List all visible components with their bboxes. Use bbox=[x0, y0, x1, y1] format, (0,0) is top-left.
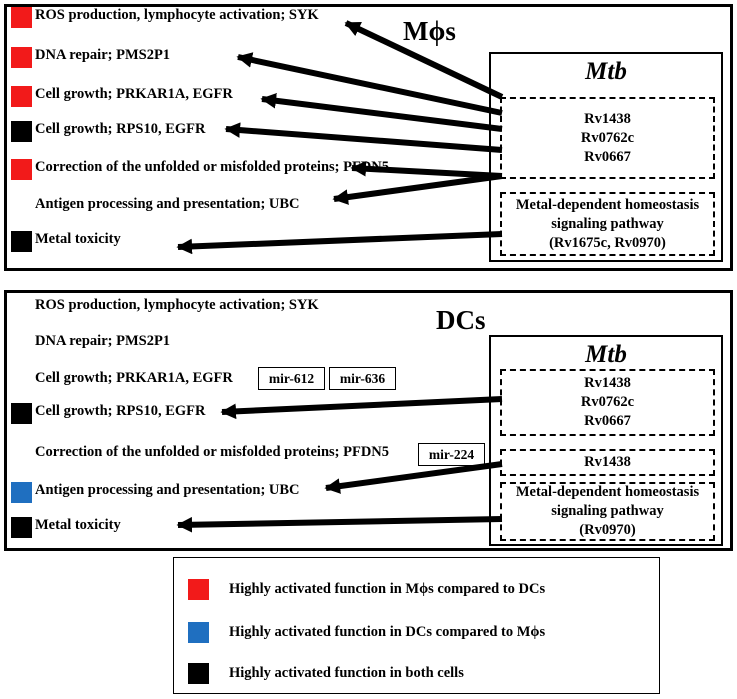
p2-rv1438-group: Rv1438 bbox=[500, 449, 715, 476]
gene-label: Rv0762c bbox=[580, 394, 635, 410]
legend: Highly activated function in Mϕs compare… bbox=[173, 557, 660, 694]
mirna-box: mir-224 bbox=[418, 443, 485, 466]
p1-marker-3 bbox=[11, 121, 32, 142]
p1-marker-0 bbox=[11, 7, 32, 28]
pathway-label: (Rv0970) bbox=[579, 522, 636, 538]
pathway-label: (Rv1675c, Rv0970) bbox=[549, 234, 666, 251]
legend-marker bbox=[188, 579, 209, 600]
p1-function-label: Cell growth; PRKAR1A, EGFR bbox=[35, 86, 233, 102]
p2-metal-pathway-group: Metal-dependent homeostasis signaling pa… bbox=[500, 482, 715, 541]
p2-mtb-title: Mtb bbox=[585, 341, 627, 368]
p2-marker-6 bbox=[11, 517, 32, 538]
gene-label: Rv1438 bbox=[584, 110, 631, 127]
legend-item-blue: Highly activated function in DCs compare… bbox=[188, 622, 545, 643]
legend-item-red: Highly activated function in Mϕs compare… bbox=[188, 579, 545, 600]
dendritic-cell-panel-title: DCs bbox=[436, 305, 486, 335]
mirna-box: mir-612 bbox=[258, 367, 325, 390]
legend-label: Highly activated function in DCs compare… bbox=[229, 624, 546, 640]
p2-function-label: Correction of the unfolded or misfolded … bbox=[35, 444, 390, 460]
p2-function-label: Cell growth; RPS10, EGFR bbox=[35, 403, 206, 419]
gene-label: Rv1438 bbox=[584, 454, 631, 470]
pathway-label: signaling pathway bbox=[551, 503, 664, 519]
p2-function-label: Cell growth; PRKAR1A, EGFR bbox=[35, 370, 233, 386]
gene-label: Rv0667 bbox=[584, 148, 631, 165]
p1-function-label: Cell growth; RPS10, EGFR bbox=[35, 121, 206, 137]
legend-label: Highly activated function in both cells bbox=[229, 665, 464, 681]
p1-function-label: Correction of the unfolded or misfolded … bbox=[35, 159, 390, 175]
legend-label: Highly activated function in Mϕs compare… bbox=[229, 581, 546, 597]
gene-label: Rv0762c bbox=[580, 129, 635, 146]
p1-function-label: ROS production, lymphocyte activation; S… bbox=[35, 7, 319, 23]
p1-marker-2 bbox=[11, 86, 32, 107]
p2-marker-3 bbox=[11, 403, 32, 424]
gene-label: Rv0667 bbox=[584, 413, 631, 429]
p1-mtb-title: Mtb bbox=[585, 58, 627, 85]
macrophage-panel-title: Mϕs bbox=[403, 16, 456, 46]
pathway-label: Metal-dependent homeostasis bbox=[515, 484, 700, 500]
p1-marker-4 bbox=[11, 159, 32, 180]
p2-marker-5 bbox=[11, 482, 32, 503]
legend-marker bbox=[188, 663, 209, 684]
p2-function-label: Antigen processing and presentation; UBC bbox=[35, 482, 300, 498]
legend-marker bbox=[188, 622, 209, 643]
pathway-label: signaling pathway bbox=[551, 215, 664, 232]
mirna-box: mir-636 bbox=[329, 367, 396, 390]
p1-function-label: DNA repair; PMS2P1 bbox=[35, 47, 171, 63]
pathway-label: Metal-dependent homeostasis bbox=[515, 196, 700, 213]
p2-function-label: DNA repair; PMS2P1 bbox=[35, 333, 171, 349]
p2-function-label: Metal toxicity bbox=[35, 517, 121, 533]
p1-function-label: Antigen processing and presentation; UBC bbox=[35, 196, 300, 212]
p1-metal-pathway-group: Metal-dependent homeostasis signaling pa… bbox=[500, 192, 715, 256]
p2-rv-gene-group: Rv1438 Rv0762c Rv0667 bbox=[500, 369, 715, 436]
p1-function-label: Metal toxicity bbox=[35, 231, 121, 247]
gene-label: Rv1438 bbox=[584, 375, 631, 391]
p2-function-label: ROS production, lymphocyte activation; S… bbox=[35, 297, 319, 313]
p1-rv-gene-group: Rv1438 Rv0762c Rv0667 bbox=[500, 97, 715, 179]
p1-marker-1 bbox=[11, 47, 32, 68]
legend-item-black: Highly activated function in both cells bbox=[188, 663, 464, 684]
p1-marker-6 bbox=[11, 231, 32, 252]
